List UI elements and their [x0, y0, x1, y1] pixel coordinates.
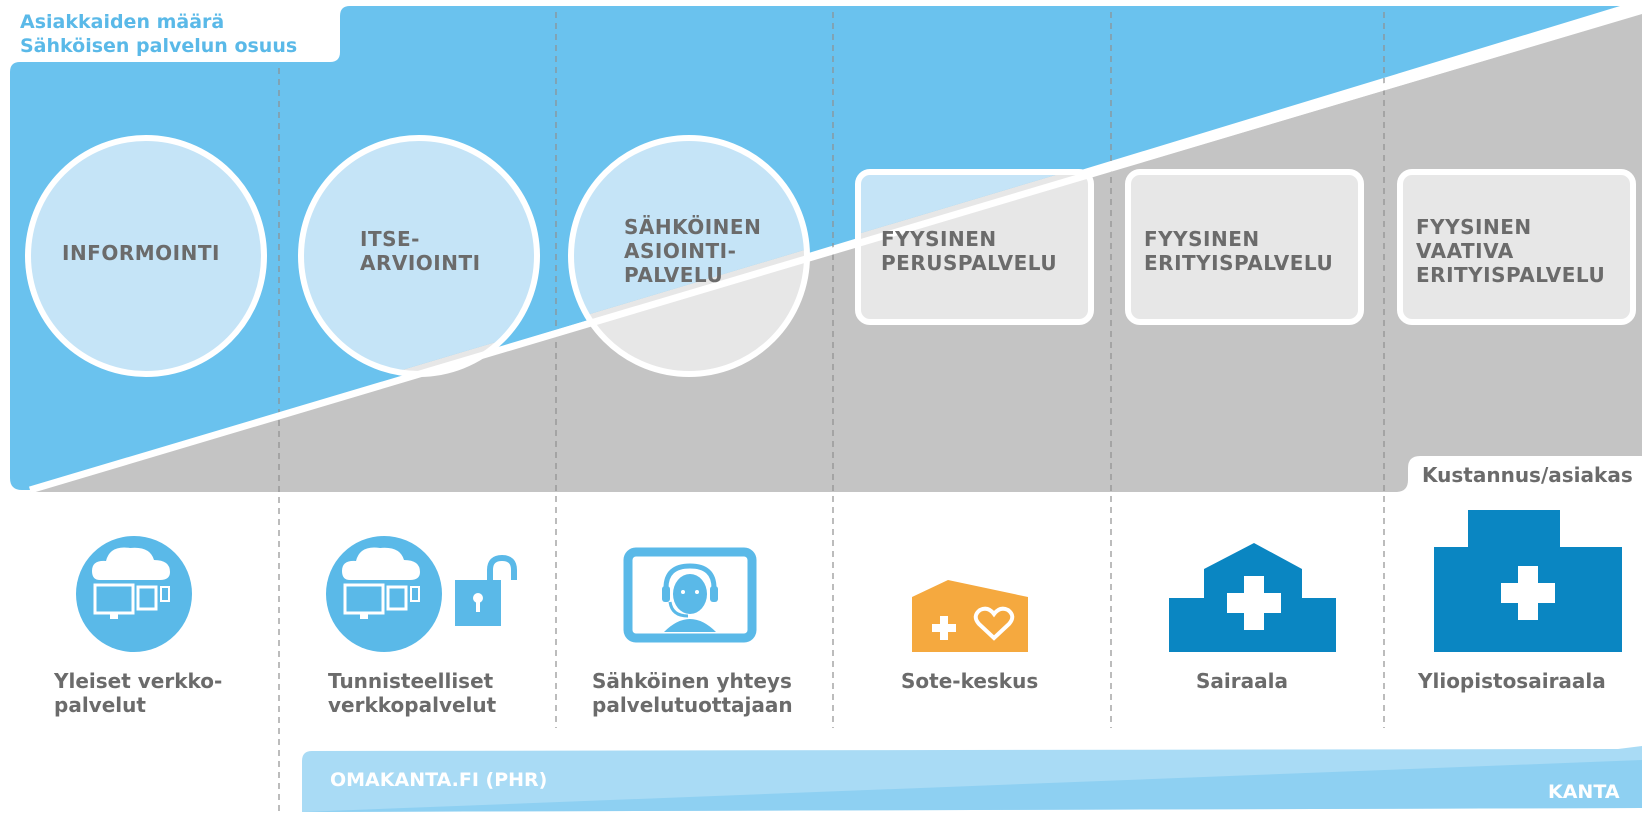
column-dividers [278, 12, 1385, 812]
hospital-icon [1169, 543, 1336, 652]
stage-label-fyysinen-vaativa-erityispalvelu: FYYSINEN VAATIVA ERITYISPALVELU [1416, 215, 1605, 287]
stage-circle-fill-blue [301, 138, 537, 374]
service-label-sahkoinen-yhteys: Sähköinen yhteys palvelutuottajaan [592, 669, 799, 717]
headset-mic [668, 601, 689, 618]
stage-box-vaativa-erityispalvelu [1397, 169, 1636, 325]
eye-right [695, 590, 699, 594]
tablet-shape [136, 585, 158, 611]
diagonal-divider-line [29, 6, 1642, 494]
heart-shape [973, 606, 1015, 641]
head-shape [673, 574, 707, 614]
headset-earpiece-right [710, 586, 718, 602]
stage-circle-informointi [25, 135, 267, 377]
stage-label-fyysinen-peruspalvelu: FYYSINEN PERUSPALVELU [881, 227, 1057, 275]
cloud-shape [92, 547, 170, 580]
health-center-icon [912, 580, 1028, 652]
service-label-yliopistosairaala: Yliopistosairaala [1417, 669, 1606, 693]
headset-band [663, 563, 717, 600]
headset-earpiece-left [662, 586, 670, 602]
padlock-keyhole-slot [476, 600, 480, 612]
monitor-button [736, 636, 746, 640]
padlock-keyhole [473, 593, 483, 603]
stage-label-sahkoinen-asiointipalvelu: SÄHKÖINEN ASIOINTI- PALVELU [624, 215, 769, 287]
monitor-stand [360, 613, 368, 619]
cross-horizontal [932, 624, 956, 632]
monitor-frame [623, 547, 757, 643]
service-label-tunnisteelliset: Tunnisteelliset verkkopalvelut [328, 669, 500, 717]
cloud-devices-lock-icon [326, 536, 517, 652]
stage-label-itsearviointi: ITSE- ARVIOINTI [360, 227, 481, 275]
stage-circle-border [25, 135, 267, 377]
cloud-devices-icon [76, 536, 192, 652]
stage-circle-sahkoinen-asiointi [568, 135, 810, 377]
cross-horizontal [1501, 583, 1555, 603]
stage-box-erityispalvelu [1125, 169, 1364, 325]
service-label-yleiset: Yleiset verkko- palvelut [53, 669, 229, 717]
shoulders-shape [664, 619, 716, 632]
cross-horizontal [1227, 593, 1281, 613]
monitor-headset-icon [623, 547, 757, 643]
tablet-shape [386, 585, 408, 611]
phone-shape [410, 586, 420, 602]
eye-left [681, 590, 685, 594]
service-label-sote-keskus: Sote-keskus [901, 669, 1038, 693]
legend-electronic-share: Sähköisen palvelun osuus [20, 35, 297, 57]
band-label-omakanta: OMAKANTA.FI (PHR) [330, 769, 547, 791]
band-label-kanta: KANTA [1548, 781, 1620, 803]
legend-customer-count: Asiakkaiden määrä [20, 11, 224, 33]
stage-box-border [1125, 169, 1364, 325]
stage-label-fyysinen-erityispalvelu: FYYSINEN ERITYISPALVELU [1144, 227, 1333, 275]
cloud-shape [342, 547, 420, 580]
monitor-stand [110, 613, 118, 619]
service-label-sairaala: Sairaala [1196, 669, 1288, 693]
stage-circle-fill-blue [28, 138, 264, 374]
stage-box-peruspalvelu [855, 169, 1094, 325]
band-wedge-shape [302, 760, 1642, 812]
university-hospital-icon [1434, 510, 1622, 652]
stage-label-informointi: INFORMOINTI [62, 241, 220, 265]
stage-box-border [1397, 169, 1636, 325]
phone-shape [160, 586, 170, 602]
padlock-shackle [487, 554, 517, 582]
stage-circle-itsearviointi [298, 135, 540, 377]
cost-per-customer-label: Kustannus/asiakas [1422, 463, 1633, 487]
